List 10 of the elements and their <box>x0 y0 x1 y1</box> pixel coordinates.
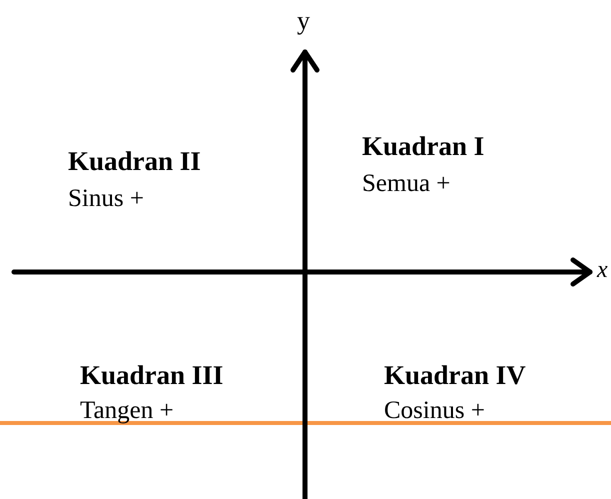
quadrant-note: Semua + <box>362 171 450 196</box>
axis-label: y <box>297 8 310 34</box>
axis-label: x <box>597 258 608 282</box>
quadrant-heading: Kuadran IV <box>384 362 526 389</box>
quadrant-note: Tangen + <box>80 398 174 423</box>
quadrant-note: Sinus + <box>68 186 144 211</box>
quadrant-heading: Kuadran I <box>362 133 484 160</box>
quadrant-note: Cosinus + <box>384 398 485 423</box>
quadrant-heading: Kuadran II <box>68 148 201 175</box>
quadrant-heading: Kuadran III <box>80 362 224 389</box>
